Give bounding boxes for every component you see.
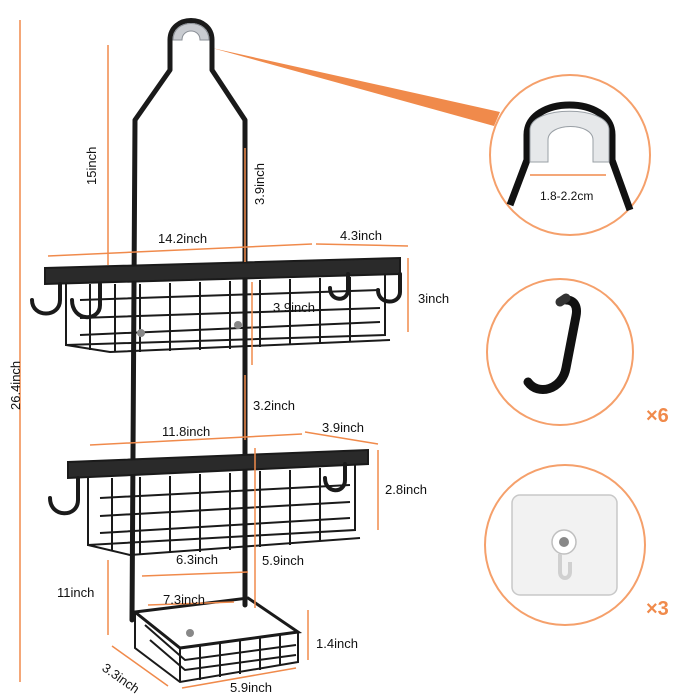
hook-cap xyxy=(172,23,210,41)
top-depth-label: 4.3inch xyxy=(340,228,382,243)
hook-circle xyxy=(486,278,634,426)
bottom-height-label: 1.4inch xyxy=(316,636,358,651)
top-inner-height-label: 3.9inch xyxy=(273,300,315,315)
hanging-frame xyxy=(129,18,248,623)
mid-depth-label: 3.9inch xyxy=(322,420,364,435)
top-height-label: 3inch xyxy=(418,291,450,306)
bottom-width-label: 5.9inch xyxy=(230,680,272,695)
total-height-label: 26.4inch xyxy=(8,360,23,410)
rubber-hook-closeup xyxy=(506,101,634,212)
hook-gap-label: 3.9inch xyxy=(252,163,267,205)
adhesive-hook-icon xyxy=(511,494,618,596)
screw xyxy=(137,329,145,337)
screw xyxy=(234,321,242,329)
hook-closeup-circle xyxy=(489,74,651,236)
mid-width-label: 11.8inch xyxy=(162,424,211,439)
middle-hooks xyxy=(48,462,347,516)
dimension-lines xyxy=(19,20,409,689)
bottom-basket xyxy=(131,596,303,684)
shelf-gap-label: 3.2inch xyxy=(253,398,295,413)
adhesive-count-label: ×3 xyxy=(646,598,669,620)
top-width-label: 14.2inch xyxy=(158,231,208,246)
mid-inner-width-label: 6.3inch xyxy=(176,552,218,567)
zoom-leader xyxy=(212,48,500,126)
top-hooks xyxy=(30,272,402,320)
j-hook-icon xyxy=(523,293,581,394)
hooks-count-label: ×6 xyxy=(646,405,669,427)
hook-opening-label: 1.8-2.2cm xyxy=(540,189,594,203)
mid-to-bottom-label: 5.9inch xyxy=(262,553,304,568)
lower-arm-label: 11inch xyxy=(57,585,95,600)
screw xyxy=(186,629,194,637)
upper-arm-label: 15inch xyxy=(84,146,99,185)
mid-height-label: 2.8inch xyxy=(385,482,427,497)
bottom-inner-width-label: 7.3inch xyxy=(163,592,205,607)
middle-shelf xyxy=(67,448,369,557)
